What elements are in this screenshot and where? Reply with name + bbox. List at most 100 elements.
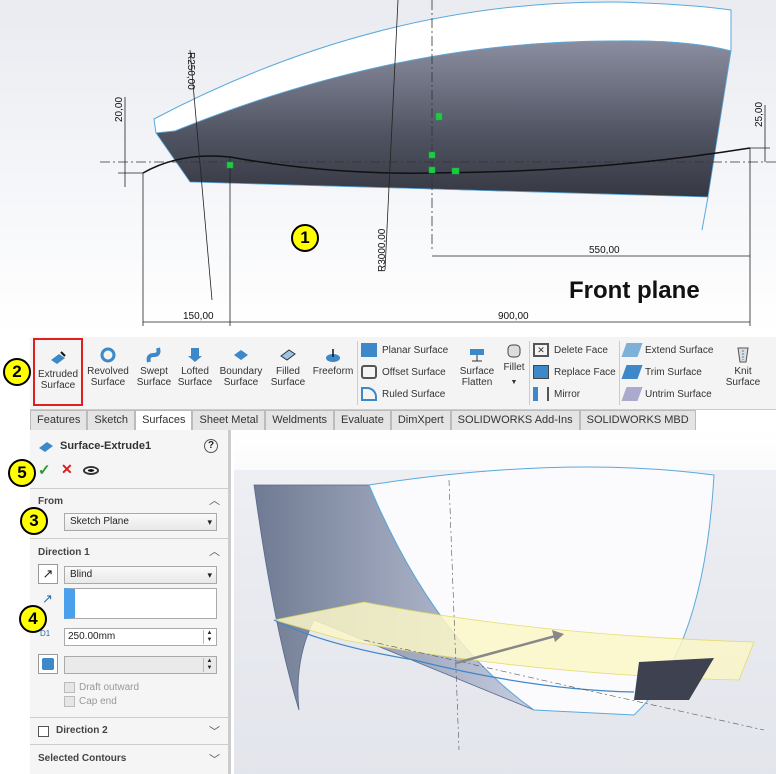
tab-solidworks-mbd[interactable]: SOLIDWORKS MBD (579, 410, 696, 430)
collapse-chevron-icon[interactable]: ︿ (209, 495, 220, 507)
dim-20[interactable]: 20,00 (114, 97, 125, 122)
delete-face-button[interactable]: ✕Delete Face (533, 341, 608, 361)
knit-surface-icon (737, 347, 749, 363)
depth-spinner[interactable]: ▲▼ (203, 630, 215, 644)
freeform-button[interactable]: Freeform (311, 337, 355, 409)
dim-550[interactable]: 550,00 (589, 245, 620, 256)
label: Surface (459, 366, 495, 377)
label: Surface (40, 380, 76, 391)
tab-weldments[interactable]: Weldments (265, 410, 335, 430)
expand-chevron-icon[interactable]: ﹀ (209, 726, 220, 738)
cancel-x-icon[interactable]: ✕ (61, 461, 73, 477)
label: Revolved (87, 366, 129, 377)
swept-surface-icon (146, 347, 161, 363)
extend-surface-button[interactable]: Extend Surface (621, 341, 713, 361)
offset-surface-button[interactable]: Offset Surface (361, 363, 446, 383)
label: Replace Face (554, 367, 616, 378)
planar-surface-button[interactable]: Planar Surface (361, 341, 448, 361)
boundary-surface-icon (234, 350, 248, 360)
tab-surfaces[interactable]: Surfaces (135, 410, 193, 430)
draft-spinner: ▲▼ (203, 658, 215, 672)
label: Freeform (312, 366, 354, 377)
label: Surface (177, 377, 213, 388)
untrim-surface-button[interactable]: Untrim Surface (621, 385, 712, 405)
direction-arrow-icon: ↗ (42, 591, 53, 606)
extrude-direction-arrow (455, 633, 560, 665)
divider (529, 341, 530, 405)
draft-icon (42, 658, 54, 670)
dim-r3000[interactable]: R3000,00 (377, 228, 388, 272)
label: Lofted (181, 366, 209, 377)
tab-evaluate[interactable]: Evaluate (334, 410, 391, 430)
help-button[interactable]: ? (204, 439, 218, 453)
mirror-icon (533, 387, 549, 402)
label: Boundary (219, 366, 263, 377)
tab-sheet-metal[interactable]: Sheet Metal (192, 410, 266, 430)
ok-check-icon[interactable]: ✓ (38, 462, 51, 479)
plane-label: Front plane (569, 277, 700, 304)
planar-surface-icon (361, 343, 377, 358)
draft-outward-checkbox (64, 682, 75, 693)
chevron-down-icon: ▾ (207, 570, 212, 580)
filled-surface-icon (280, 349, 296, 361)
direction2-label: Direction 2 (56, 725, 108, 736)
extruded-surface-icon (51, 351, 66, 364)
callout-1: 1 (291, 224, 319, 252)
surface-flatten-icon (470, 349, 484, 362)
depth-input[interactable]: 250.00mm▲▼ (64, 628, 217, 646)
collapse-chevron-icon[interactable]: ︿ (209, 546, 220, 558)
dim-900[interactable]: 900,00 (498, 311, 529, 322)
callout-2: 2 (3, 358, 31, 386)
label: Flatten (461, 377, 493, 388)
depth-icon: D1 (40, 629, 51, 638)
label: Extruded (37, 369, 79, 380)
mirror-button[interactable]: Mirror (533, 385, 580, 405)
dim-r250[interactable]: R250,00 (185, 52, 196, 90)
preview-eye-icon[interactable] (83, 466, 99, 475)
draft-toggle-button[interactable] (38, 654, 58, 674)
label: Surface (270, 377, 306, 388)
tab-solidworks-add-ins[interactable]: SOLIDWORKS Add-Ins (450, 410, 580, 430)
lofted-surface-icon (188, 348, 202, 362)
end-condition-select[interactable]: Blind ▾ (64, 566, 217, 584)
selected-contours-section: Selected Contours ﹀ (30, 744, 228, 774)
fillet-dropdown-icon[interactable]: ▼ (510, 379, 518, 386)
dim-150[interactable]: 150,00 (183, 311, 214, 322)
end-condition-value: Blind (70, 569, 93, 580)
label: Filled (276, 366, 300, 377)
ruled-surface-button[interactable]: Ruled Surface (361, 385, 445, 405)
divider (619, 341, 620, 405)
reverse-direction-button[interactable]: ↗ (38, 564, 58, 584)
tab-features[interactable]: Features (30, 410, 88, 430)
sketch-plane-region (273, 601, 755, 681)
fillet-button[interactable]: Fillet ▼ (500, 337, 528, 409)
from-select[interactable]: Sketch Plane▾ (64, 513, 217, 531)
tab-dimxpert[interactable]: DimXpert (390, 410, 451, 430)
tab-sketch[interactable]: Sketch (87, 410, 136, 430)
selected-contours-label: Selected Contours (38, 753, 127, 764)
direction-vector-field[interactable] (64, 588, 217, 619)
expand-chevron-icon[interactable]: ﹀ (209, 754, 220, 766)
replace-face-button[interactable]: Replace Face (533, 363, 616, 383)
delete-face-icon: ✕ (533, 343, 549, 358)
draft-angle-input: ▲▼ (64, 656, 217, 674)
direction2-section: Direction 2 ﹀ (30, 717, 228, 744)
from-section: From ︿ Sketch Plane▾ (30, 488, 228, 531)
trim-surface-button[interactable]: Trim Surface (621, 363, 702, 383)
direction2-checkbox[interactable] (38, 726, 49, 737)
surface-extrude-icon (39, 442, 53, 452)
graphics-viewport-3d[interactable] (234, 430, 776, 774)
draft-outward-label: Draft outward (79, 682, 140, 693)
dim-25[interactable]: 25,00 (754, 102, 765, 127)
label: Knit (734, 366, 752, 377)
label: Fillet (503, 362, 525, 373)
trim-surface-icon (621, 365, 643, 380)
